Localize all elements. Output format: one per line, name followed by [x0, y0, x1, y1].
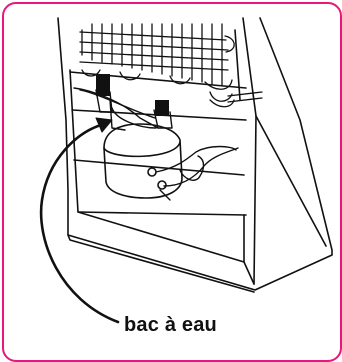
refrigerator-back-diagram [0, 0, 342, 347]
fridge-cabinet [58, 18, 332, 292]
water-tray [104, 124, 182, 198]
pointer-arrow [41, 124, 118, 322]
water-tray-label: bac à eau [124, 313, 217, 337]
